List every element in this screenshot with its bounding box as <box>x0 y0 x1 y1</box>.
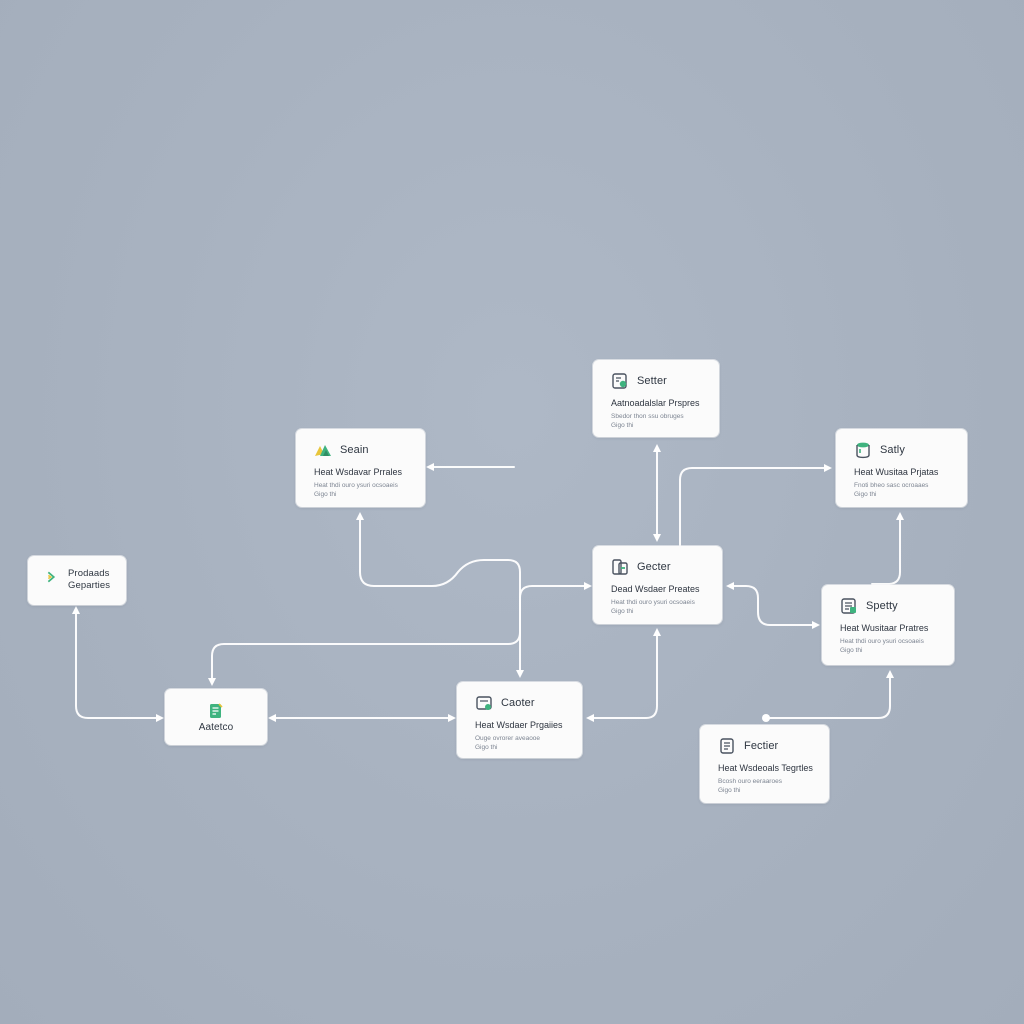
node-caoter[interactable]: Caoter Heat Wsdaer Prgaiies Ouge ovrorer… <box>457 682 582 758</box>
arrowhead <box>886 670 894 678</box>
node-subtitle: Heat Wsdaer Prgaiies <box>475 720 563 730</box>
arrowhead <box>896 512 904 520</box>
node-subtitle: Heat Wsdavar Prrales <box>314 467 403 477</box>
node-meta: Gigo thi <box>475 744 498 751</box>
arrowhead <box>653 534 661 542</box>
node-subtitle: Aatnoadalslar Prspres <box>611 398 700 408</box>
document-green-icon <box>210 702 223 718</box>
arrowhead <box>268 714 276 722</box>
node-title-line2: Geparties <box>68 580 111 591</box>
node-setter[interactable]: Setter Aatnoadalslar Prspres Sbedor thon… <box>593 360 719 437</box>
node-aatetco[interactable]: Aatetco <box>165 689 267 745</box>
node-seain[interactable]: Seain Heat Wsdavar Prrales Heat thdi our… <box>296 429 425 507</box>
arrowhead <box>586 714 594 722</box>
node-meta: Ouge ovrorer aveaooe <box>475 735 541 742</box>
connector-n4-n7 <box>75 611 159 719</box>
connector-n8-n5 <box>591 633 658 719</box>
node-meta: Gigo thi <box>854 491 877 498</box>
connector-dot <box>762 714 770 722</box>
connector-n9-n6 <box>765 675 891 719</box>
node-meta: Bcosh ouro eeraaroes <box>718 778 782 785</box>
chevron-logo-icon <box>47 571 56 583</box>
arrowhead <box>72 606 80 614</box>
arrowhead <box>516 670 524 678</box>
connector-n6-n3 <box>871 517 901 585</box>
node-satly[interactable]: Satly Heat Wusitaa Prjatas Fnoti bheo sa… <box>836 429 967 507</box>
node-title: Satly <box>880 444 905 456</box>
node-title: Prodaads <box>68 568 110 579</box>
connector-n5-n3 <box>679 467 827 547</box>
node-subtitle: Dead Wsdaer Preates <box>611 584 700 594</box>
node-title: Fectier <box>744 740 779 752</box>
arrowhead <box>584 582 592 590</box>
file-list-icon <box>720 738 734 754</box>
arrowhead <box>448 714 456 722</box>
node-subtitle: Heat Wusitaa Prjatas <box>854 467 939 477</box>
mountain-logo-icon <box>315 445 331 456</box>
node-spetty[interactable]: Spetty Heat Wusitaar Pratres Heat thdi o… <box>822 585 954 665</box>
arrowhead <box>824 464 832 472</box>
node-subtitle: Heat Wusitaar Pratres <box>840 623 929 633</box>
arrowhead <box>653 444 661 452</box>
node-title: Aatetco <box>198 721 234 733</box>
node-meta: Gigo thi <box>840 647 863 654</box>
list-doc-icon <box>841 598 856 614</box>
card-doc-icon <box>476 696 492 710</box>
document-gear-icon <box>612 373 627 389</box>
phone-doc-icon <box>612 559 628 575</box>
node-title: Setter <box>637 375 667 387</box>
node-meta: Heat thdi ouro ysuri ocsoaeis <box>314 482 398 489</box>
node-title: Spetty <box>866 600 898 612</box>
node-meta: Gigo thi <box>718 787 741 794</box>
arrowhead <box>812 621 820 629</box>
node-meta: Gigo thi <box>611 608 634 615</box>
connector-n5-n6 <box>731 585 815 626</box>
node-title: Gecter <box>637 561 671 573</box>
node-prodaads[interactable]: Prodaads Geparties <box>28 556 126 605</box>
node-fectier[interactable]: Fectier Heat Wsdeoals Tegrtles Bcosh our… <box>700 725 829 803</box>
arrowhead <box>426 463 434 471</box>
arrowhead <box>156 714 164 722</box>
node-meta: Fnoti bheo sasc ocroaaes <box>854 482 929 489</box>
arrowhead <box>653 628 661 636</box>
node-meta: Sbedor thon ssu obruges <box>611 413 684 420</box>
connector-n7-n5 <box>211 585 587 681</box>
node-meta: Gigo thi <box>611 422 634 429</box>
node-meta: Heat thdi ouro ysuri ocsoaeis <box>611 599 695 606</box>
node-meta: Gigo thi <box>314 491 337 498</box>
node-title: Caoter <box>501 697 535 709</box>
arrowhead <box>726 582 734 590</box>
node-gecter[interactable]: Gecter Dead Wsdaer Preates Heat thdi our… <box>593 546 722 624</box>
connector-n1-n8 <box>359 517 521 673</box>
node-meta: Heat thdi ouro ysuri ocsoaeis <box>840 638 924 645</box>
node-title: Seain <box>340 444 369 456</box>
arrowhead <box>356 512 364 520</box>
arrowhead <box>208 678 216 686</box>
database-icon <box>856 442 870 459</box>
node-subtitle: Heat Wsdeoals Tegrtles <box>718 763 813 773</box>
